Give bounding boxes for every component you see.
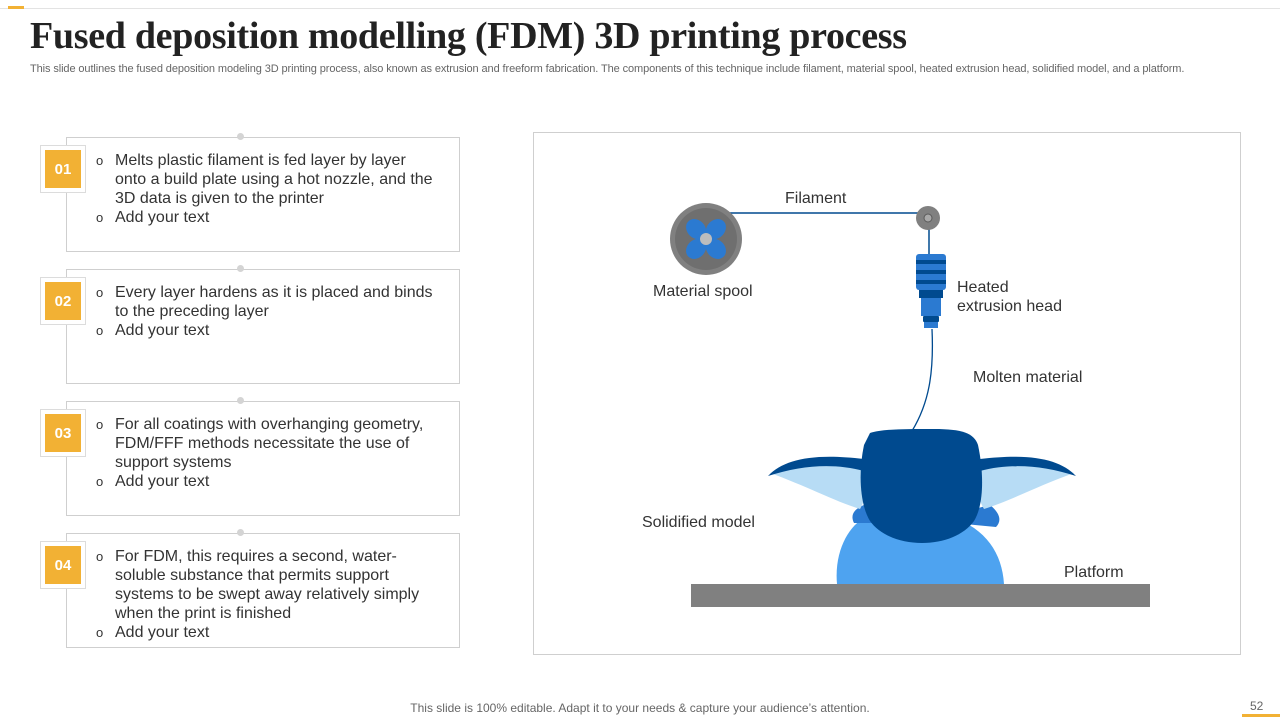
connector-dot bbox=[237, 133, 244, 140]
bullet-icon: o bbox=[96, 153, 104, 168]
step-badge-frame: 01 bbox=[40, 145, 86, 193]
fdm-diagram-graphic bbox=[670, 203, 1150, 607]
top-rule bbox=[0, 8, 1280, 9]
step-number-badge: 04 bbox=[45, 546, 81, 584]
step-point: o Melts plastic filament is fed layer by … bbox=[96, 151, 441, 208]
step-point-text: Add your text bbox=[115, 473, 210, 490]
step-point: o Add your text bbox=[96, 472, 441, 491]
fdm-diagram: Filament Material spool Heated extrusion… bbox=[533, 132, 1241, 655]
label-platform: Platform bbox=[1064, 564, 1124, 581]
page-number: 52 bbox=[1250, 699, 1264, 713]
step-card bbox=[66, 137, 460, 252]
bullet-icon: o bbox=[96, 210, 104, 225]
platform-bar bbox=[691, 584, 1150, 607]
step-points: o For all coatings with overhanging geome… bbox=[96, 415, 441, 491]
bullet-icon: o bbox=[96, 549, 104, 564]
step-01: 01 o Melts plastic filament is fed layer … bbox=[40, 133, 460, 252]
step-02: 02 o Every layer hardens as it is placed … bbox=[40, 265, 460, 384]
step-point-text: Add your text bbox=[115, 624, 210, 641]
step-card bbox=[66, 401, 460, 516]
step-card bbox=[66, 269, 460, 384]
step-badge-frame: 04 bbox=[40, 541, 86, 589]
step-number-badge: 03 bbox=[45, 414, 81, 452]
label-molten-material: Molten material bbox=[973, 369, 1083, 386]
slide-subtitle: This slide outlines the fused deposition… bbox=[30, 63, 1185, 75]
step-number-badge: 02 bbox=[45, 282, 81, 320]
bullet-icon: o bbox=[96, 323, 104, 338]
bullet-icon: o bbox=[96, 285, 104, 300]
step-point-text: Add your text bbox=[115, 209, 210, 226]
step-point-text: Add your text bbox=[115, 322, 210, 339]
step-point-text: Every layer hardens as it is placed and … bbox=[115, 284, 433, 320]
connector-dot bbox=[237, 529, 244, 536]
connector-dot bbox=[237, 397, 244, 404]
extrusion-nozzle-icon bbox=[916, 254, 946, 328]
label-material-spool: Material spool bbox=[653, 283, 753, 300]
label-filament: Filament bbox=[785, 190, 847, 207]
step-03: 03 o For all coatings with overhanging ge… bbox=[40, 397, 460, 516]
connector-dot bbox=[237, 265, 244, 272]
step-points: o For FDM, this requires a second, water-… bbox=[96, 547, 441, 642]
slide-title: Fused deposition modelling (FDM) 3D prin… bbox=[30, 15, 907, 57]
pulley-icon bbox=[916, 206, 940, 230]
step-point: o For all coatings with overhanging geome… bbox=[96, 415, 441, 472]
step-point-text: For all coatings with overhanging geomet… bbox=[115, 416, 424, 471]
label-solidified-model: Solidified model bbox=[642, 514, 755, 531]
step-04: 04 o For FDM, this requires a second, wat… bbox=[40, 529, 460, 648]
step-badge-frame: 02 bbox=[40, 277, 86, 325]
step-point-text: Melts plastic filament is fed layer by l… bbox=[115, 152, 433, 207]
bullet-icon: o bbox=[96, 474, 104, 489]
label-heated-extrusion-head-2: extrusion head bbox=[957, 298, 1062, 315]
spool-icon bbox=[670, 203, 742, 275]
step-point: o For FDM, this requires a second, water-… bbox=[96, 547, 441, 623]
step-badge-frame: 03 bbox=[40, 409, 86, 457]
step-number-badge: 01 bbox=[45, 150, 81, 188]
molten-material-stream bbox=[911, 328, 934, 432]
page-accent-bar bbox=[1242, 714, 1280, 717]
step-point: o Add your text bbox=[96, 321, 441, 340]
step-point: o Add your text bbox=[96, 208, 441, 227]
label-heated-extrusion-head-1: Heated bbox=[957, 279, 1009, 296]
step-point: o Every layer hardens as it is placed and… bbox=[96, 283, 441, 321]
bullet-icon: o bbox=[96, 417, 104, 432]
step-card bbox=[66, 533, 460, 648]
step-points: o Every layer hardens as it is placed and… bbox=[96, 283, 441, 340]
model-icon bbox=[768, 429, 1076, 584]
step-point-text: For FDM, this requires a second, water-s… bbox=[115, 548, 420, 622]
step-points: o Melts plastic filament is fed layer by … bbox=[96, 151, 441, 227]
top-accent-bar bbox=[8, 6, 24, 9]
footer-note: This slide is 100% editable. Adapt it to… bbox=[410, 701, 870, 715]
bullet-icon: o bbox=[96, 625, 104, 640]
step-point: o Add your text bbox=[96, 623, 441, 642]
